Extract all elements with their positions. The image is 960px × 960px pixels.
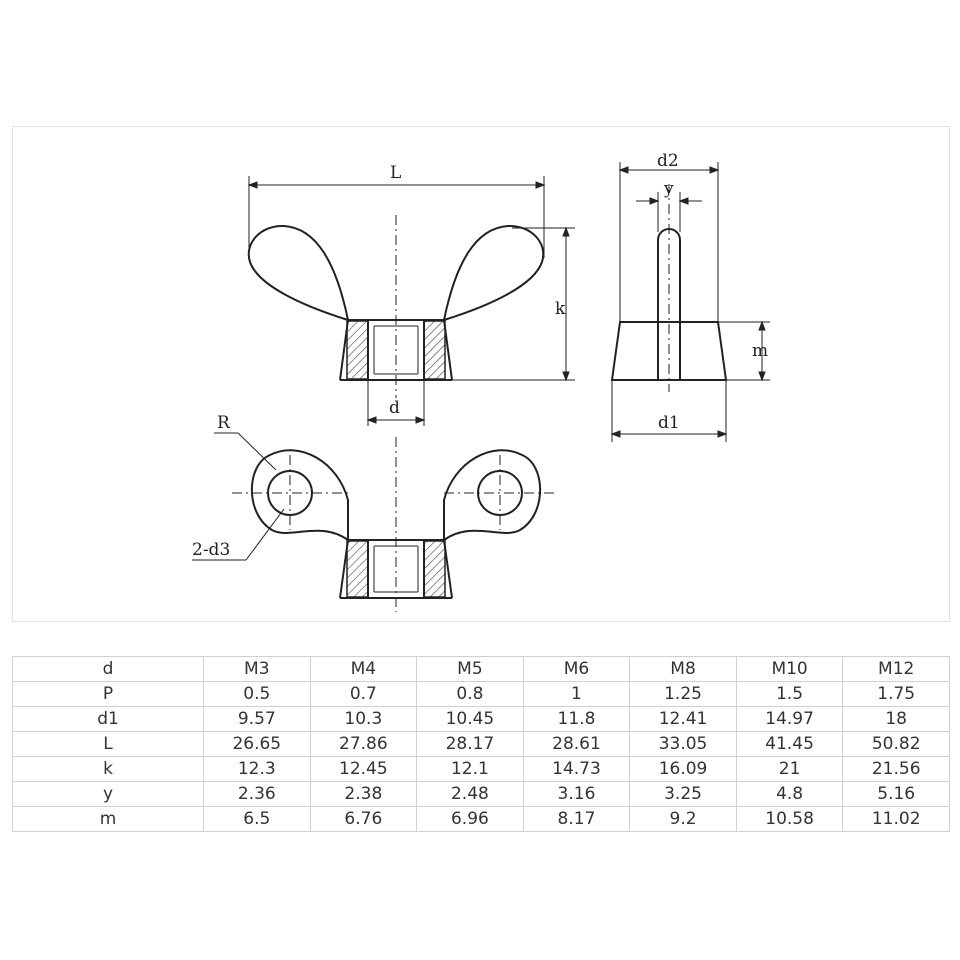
table-cell: 14.97: [735, 706, 844, 732]
table-cell: 6.96: [416, 806, 524, 832]
table-cell: 50.82: [842, 731, 950, 757]
table-cell: 3.25: [629, 781, 737, 807]
top-section-right: [423, 540, 446, 598]
table-cell: 6.76: [309, 806, 418, 832]
table-cell: 12.41: [629, 706, 737, 732]
table-cell: 16.09: [629, 756, 737, 782]
label-L: L: [390, 163, 401, 183]
row-header: m: [12, 806, 204, 832]
table-cell: 21.56: [842, 756, 950, 782]
dimension-L: [247, 176, 546, 258]
drawing-frame: [12, 126, 950, 622]
dimension-d1: [610, 380, 728, 442]
table-cell: 11.02: [842, 806, 950, 832]
label-y: y: [663, 179, 674, 199]
dimension-d: [366, 380, 426, 426]
table-cell: 18: [842, 706, 950, 732]
side-view: [610, 184, 728, 392]
table-cell: 2.48: [416, 781, 524, 807]
table-cell: 1: [522, 681, 631, 707]
table-cell: 27.86: [309, 731, 418, 757]
table-cell: M12: [842, 656, 950, 682]
label-d1: d1: [658, 413, 680, 433]
table-cell: 21: [735, 756, 844, 782]
table-cell: 2.38: [309, 781, 418, 807]
table-cell: 14.73: [522, 756, 631, 782]
table-cell: 0.7: [309, 681, 418, 707]
table-cell: 11.8: [522, 706, 631, 732]
leader-R: [214, 432, 277, 471]
table-cell: 1.5: [735, 681, 844, 707]
front-view: [247, 215, 545, 398]
table-cell: 0.8: [416, 681, 524, 707]
row-header: P: [12, 681, 204, 707]
table-cell: M8: [629, 656, 737, 682]
front-section-right: [423, 320, 446, 380]
table-cell: M6: [522, 656, 631, 682]
top-view: [232, 437, 558, 612]
table-cell: 8.17: [522, 806, 631, 832]
dimension-k: [452, 226, 575, 382]
label-d2: d2: [657, 151, 679, 171]
table-cell: 0.5: [203, 681, 311, 707]
label-d: d: [389, 398, 400, 418]
row-header: L: [12, 731, 204, 757]
table-cell: 10.58: [735, 806, 844, 832]
table-cell: 28.17: [416, 731, 524, 757]
table-cell: 4.8: [735, 781, 844, 807]
top-section-left: [346, 540, 369, 598]
table-cell: M10: [735, 656, 844, 682]
table-cell: 28.61: [522, 731, 631, 757]
row-header: d1: [12, 706, 204, 732]
table-cell: 6.5: [203, 806, 311, 832]
table-cell: 1.25: [629, 681, 737, 707]
label-k: k: [555, 299, 566, 319]
table-cell: 9.2: [629, 806, 737, 832]
label-d3: 2-d3: [192, 540, 230, 560]
dimension-y: [636, 192, 702, 232]
table-cell: 2.36: [203, 781, 311, 807]
table-cell: 5.16: [842, 781, 950, 807]
dimension-d2: [618, 162, 720, 322]
leader-d3: [192, 508, 285, 561]
label-R: R: [217, 413, 231, 433]
table-cell: 10.3: [309, 706, 418, 732]
table-cell: 3.16: [522, 781, 631, 807]
table-cell: M3: [203, 656, 311, 682]
row-header: k: [12, 756, 204, 782]
table-cell: M5: [416, 656, 524, 682]
table-cell: 10.45: [416, 706, 524, 732]
table-cell: 1.75: [842, 681, 950, 707]
top-view-outline: [250, 449, 542, 599]
table-cell: 33.05: [629, 731, 737, 757]
table-cell: 9.57: [203, 706, 311, 732]
row-header: y: [12, 781, 204, 807]
front-section-left: [346, 320, 369, 380]
table-cell: 26.65: [203, 731, 311, 757]
front-view-outline: [247, 224, 545, 381]
table-cell: 12.45: [309, 756, 418, 782]
dimension-m: [718, 320, 770, 382]
row-header: d: [12, 656, 204, 682]
table-cell: 12.1: [416, 756, 524, 782]
table-cell: 12.3: [203, 756, 311, 782]
table-cell: 41.45: [735, 731, 844, 757]
table-cell: M4: [309, 656, 418, 682]
label-m: m: [752, 341, 768, 361]
